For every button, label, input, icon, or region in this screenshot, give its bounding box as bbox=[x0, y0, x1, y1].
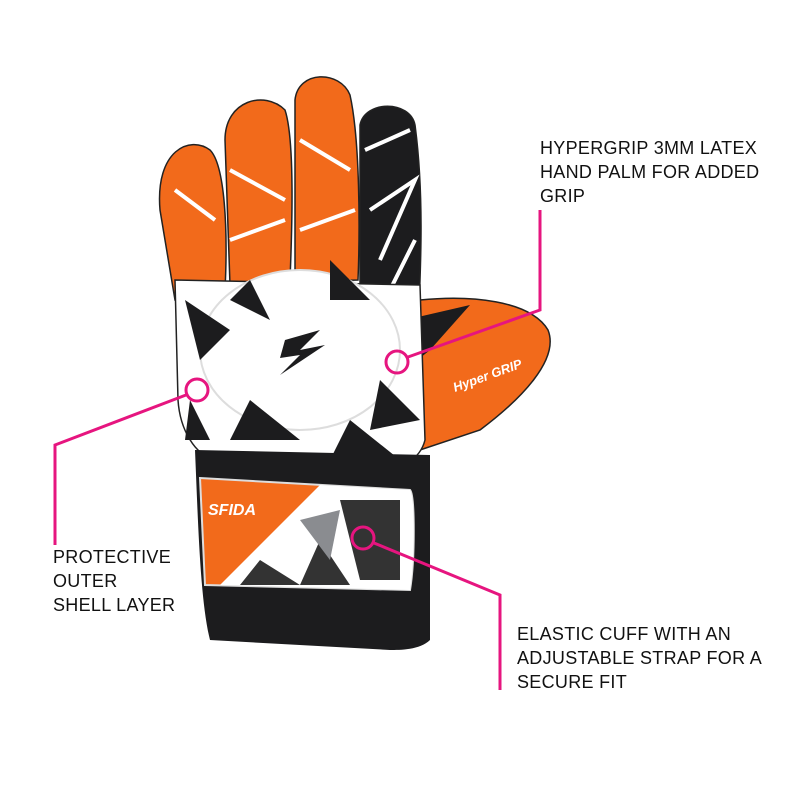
callout-marker-palm bbox=[384, 349, 410, 375]
callout-cuff-label: ELASTIC CUFF WITH AN ADJUSTABLE STRAP FO… bbox=[517, 622, 762, 694]
callout-line: ADJUSTABLE STRAP FOR A bbox=[517, 648, 762, 668]
callout-line: SHELL LAYER bbox=[53, 595, 176, 615]
callout-shell-label: PROTECTIVE OUTER SHELL LAYER bbox=[53, 545, 175, 617]
callout-line: PROTECTIVE bbox=[53, 547, 172, 567]
callout-palm-label: HYPERGRIP 3MM LATEX HAND PALM FOR ADDED … bbox=[540, 136, 759, 208]
callout-line: GRIP bbox=[540, 186, 586, 206]
bolt-logo-icon bbox=[280, 330, 325, 375]
fingers bbox=[158, 76, 422, 332]
callout-line: SECURE FIT bbox=[517, 672, 628, 692]
cuff: SFIDA bbox=[195, 450, 430, 650]
callout-line: ELASTIC CUFF WITH AN bbox=[517, 624, 732, 644]
callout-line: OUTER bbox=[53, 571, 118, 591]
callout-marker-cuff bbox=[350, 525, 376, 551]
thumb: Hyper GRIP bbox=[404, 297, 551, 452]
callout-lines bbox=[53, 210, 542, 690]
callout-line: HYPERGRIP 3MM LATEX bbox=[540, 138, 758, 158]
palm bbox=[174, 260, 426, 471]
callout-marker-shell bbox=[184, 377, 210, 403]
sfida-logo: SFIDA bbox=[208, 502, 256, 519]
callout-line: HAND PALM FOR ADDED bbox=[540, 162, 760, 182]
